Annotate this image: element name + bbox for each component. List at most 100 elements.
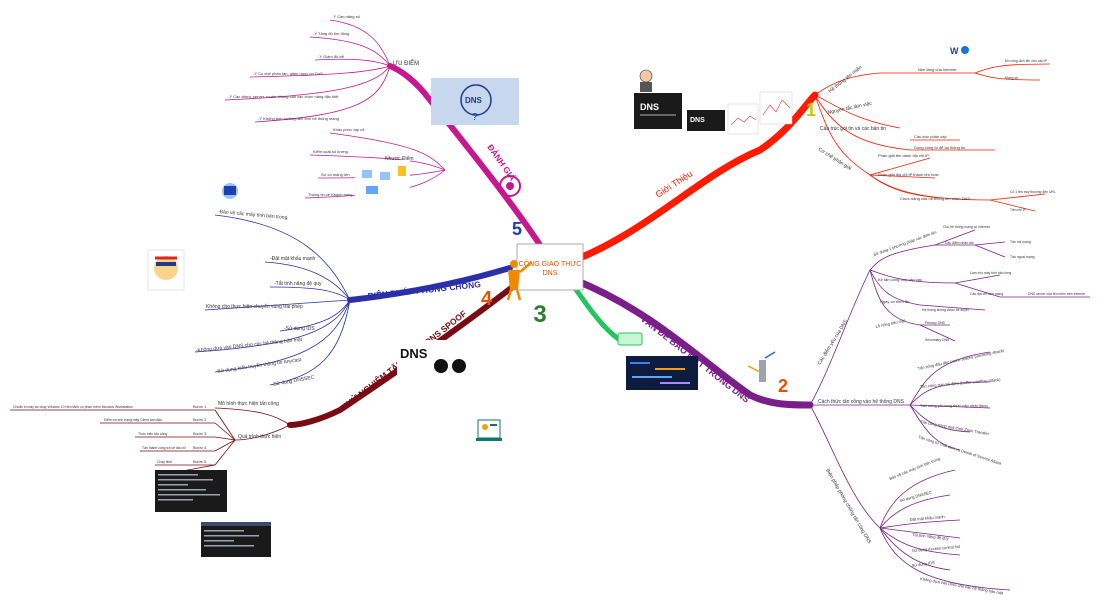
dns-badge-text: DNS bbox=[400, 346, 428, 361]
tn-detail-5: Chạy lệnh bbox=[157, 460, 172, 464]
central-title-line2: DNS bbox=[543, 270, 558, 277]
dns-badge-icon: DNS bbox=[397, 340, 467, 375]
vd-weak-sub-8: Hệ thống không được kê duyệt bbox=[922, 308, 969, 312]
vd-weak-sub-5: Làm cho máy tính bảo lưng bbox=[970, 271, 1011, 275]
tn-child-2: Quá trình thực hiện bbox=[238, 434, 281, 440]
dns-question-image-icon: DNS ? bbox=[431, 78, 519, 125]
terminal-screenshot-1-icon bbox=[155, 470, 227, 512]
gt-child-1: Hệ thống tên miền bbox=[828, 65, 864, 95]
tn-step-2: Bước 2 bbox=[193, 417, 207, 422]
vd-weak-sub-6: Cấu địa chỉ trên mạng bbox=[970, 292, 1003, 296]
branch-gioi-thieu bbox=[571, 91, 819, 264]
tn-detail-4: Tấn thành công trả về địa chỉ bbox=[142, 446, 186, 450]
gt-pg-a: Phân giải tên danh địa chỉ IP bbox=[878, 153, 929, 158]
green-node-box[interactable] bbox=[617, 332, 643, 346]
vd-child-2: Cách thức tấn công vào hệ thống DNS bbox=[818, 399, 905, 405]
dns-question-text: DNS bbox=[465, 96, 483, 105]
dg-uu-diem: ƯU ĐIỂM bbox=[393, 60, 419, 67]
svg-text:DNS: DNS bbox=[640, 102, 659, 112]
tn-step-1: Bước 1 bbox=[193, 404, 207, 409]
dg-con-2: Kiểm soát số lượng bbox=[313, 149, 348, 154]
danh-gia-number: 5 bbox=[512, 219, 522, 239]
van-de-number: 2 bbox=[778, 376, 788, 396]
tn-step-5: Bước 5 bbox=[193, 459, 207, 464]
servers-network-icon bbox=[355, 160, 410, 200]
tn-detail-1: Chuẩn bị máy ảo chạy Window 10 Nền tảnh … bbox=[13, 405, 133, 409]
network-dashboard-image-icon bbox=[626, 356, 698, 390]
presenter-figure-icon bbox=[506, 260, 533, 301]
vd-weak-1: Sử dụng 1 phương pháp xác định tên bbox=[873, 229, 937, 257]
gt-pg-b: Phân giải địa chỉ IP thành tên host bbox=[878, 172, 940, 177]
dg-nhuoc-diem: Nhược Điểm bbox=[385, 155, 414, 162]
bp-item-4: Không cho thực hiện chuyển vùng trái phé… bbox=[206, 303, 303, 310]
vd-weak-sub-10: Secondary DNS bbox=[925, 338, 950, 342]
vd-weak-sub-2: Dấu điểm nhận tấn bbox=[945, 241, 974, 245]
dg-pro-3: -Ý Giảm độ trễ bbox=[318, 54, 345, 59]
vd-defense-1: Bảo vệ các máy tính bên trong bbox=[889, 456, 941, 481]
gt-child-3: Cấu trúc gói tin và các bản tin bbox=[820, 126, 886, 132]
dg-pro-6: -Ý Không ảnh hưởng đến tính hệ thống mạn… bbox=[258, 116, 339, 121]
dg-pro-2: -Ý Tăng độ tìm động bbox=[313, 31, 349, 36]
vd-defense-2: Sử dụng DNSSEC bbox=[899, 490, 932, 503]
vd-weak-sub-9: Primary DNS bbox=[925, 321, 946, 325]
bp-item-1: -Bảo vệ các máy tính bên trong bbox=[218, 209, 288, 221]
security-gear-icon bbox=[499, 175, 521, 197]
branch-thu-nghiem bbox=[287, 282, 518, 428]
central-node[interactable]: CÔNG GIAO THỨC DNS bbox=[516, 243, 584, 291]
vd-weak-sub-3: Tấn nội mạng bbox=[1010, 240, 1031, 244]
thu-nghiem-number: 4 bbox=[481, 288, 493, 310]
svg-text:?: ? bbox=[472, 112, 478, 123]
dg-con-4: Thông tin về Khách hàng bbox=[308, 192, 352, 197]
bien-phap-label: BIỆN PHÁP PHÒNG CHỐNG bbox=[367, 278, 482, 301]
central-number: 3 bbox=[533, 301, 546, 328]
gt-nen-tang: Nền tảng của Internet bbox=[918, 67, 957, 72]
dg-pro-5: -Ý Các client, server, router không cần … bbox=[228, 94, 339, 99]
dns-screenshot-middle-icon: DNS bbox=[687, 110, 725, 131]
gt-pg-c1: Cô 1 tên truy thường đến URL bbox=[1010, 190, 1056, 194]
gt-child-4: Cơ chế phân giải bbox=[817, 147, 852, 172]
vd-attack-1: Tấn công đầu độc cache (cache poisoning … bbox=[917, 348, 1005, 371]
dg-pro-4: -Ý Cụ chế phân tán, giảm nguy cơ DoS bbox=[253, 71, 323, 76]
terminal-screenshot-2-icon bbox=[201, 522, 271, 557]
tn-child-1: Mô hình thực hiện tấn công bbox=[218, 401, 279, 407]
chart-screenshot-1-icon bbox=[727, 103, 759, 135]
hacker-face-icon bbox=[147, 249, 185, 291]
dg-con-3: Sự cố mạng lớn bbox=[321, 172, 350, 177]
bp-item-5: -Sử dụng IDS bbox=[284, 325, 315, 332]
vd-defense-3: Đặt mật khẩu mạnh bbox=[910, 514, 945, 522]
vd-child-1: Các điểm yếu của DNS bbox=[816, 318, 850, 366]
vd-defense-7: Không dựa vào DNS cho các hệ thống bảo m… bbox=[920, 576, 1005, 596]
gt-dn-a: Đồ công dịch tên cho các IP bbox=[1005, 59, 1048, 63]
vd-defense-6: Sử dụng IDS bbox=[911, 560, 935, 568]
svg-text:W: W bbox=[950, 46, 959, 56]
server-tower-icon bbox=[747, 351, 776, 382]
gt-cau-truc-b: Dùng công tố để tại thông tin bbox=[914, 145, 965, 150]
vd-weak-2: Kẻ tấn công truy cập vào bbox=[878, 277, 923, 282]
gioi-thieu-number: 1 bbox=[806, 100, 816, 120]
vd-weak-sub-7: DNS server của tên miền trên Internet bbox=[1028, 292, 1085, 296]
tn-detail-3: Thực hiện tấn công bbox=[138, 432, 167, 436]
branch-van-de bbox=[571, 276, 814, 409]
tn-step-4: Bước 4 bbox=[193, 445, 207, 450]
gt-cau-truc-a: Cấu trúc phân cấp bbox=[914, 134, 947, 139]
dashboard-monitor-icon bbox=[476, 419, 502, 441]
bp-item-3: -Tắt tính năng đệ quy bbox=[274, 280, 322, 287]
shield-computer-icon bbox=[222, 183, 238, 199]
bp-item-6: -Không dựa vào DNS cho các hệ thống bảo … bbox=[196, 337, 303, 354]
chart-screenshot-2-icon bbox=[759, 91, 793, 125]
bp-item-2: -Đặt mật khẩu mạnh bbox=[270, 255, 316, 262]
gt-pg-c2: Tiền chỉ IP bbox=[1010, 208, 1027, 212]
svg-text:DNS: DNS bbox=[690, 117, 705, 124]
tn-detail-2: Kiểm tra tính trạng máy Client ban đầu bbox=[104, 418, 162, 422]
bp-item-7: -Sử dụng kiểu truyền thông tin Anycast bbox=[215, 356, 302, 375]
vd-weak-sub-4: Tấn ngoại mạng bbox=[1010, 255, 1035, 259]
vd-defense-5: Sử dụng Access control list bbox=[912, 544, 961, 553]
dns-screenshot-left-icon: DNS bbox=[634, 93, 682, 129]
dg-pro-1: -Ý Cần năng số bbox=[332, 14, 361, 19]
vd-weak-4: Lỗ hổng bảo mật bbox=[875, 318, 906, 329]
vd-defense-4: Tắt tính năng đệ quy bbox=[912, 532, 949, 541]
person-with-laptop-icon bbox=[639, 69, 653, 92]
vd-weak-3: Ngay cơ tiềm ẩn bbox=[880, 299, 909, 304]
branch-bien-phap bbox=[347, 265, 513, 303]
www-network-icon: W bbox=[945, 40, 973, 58]
